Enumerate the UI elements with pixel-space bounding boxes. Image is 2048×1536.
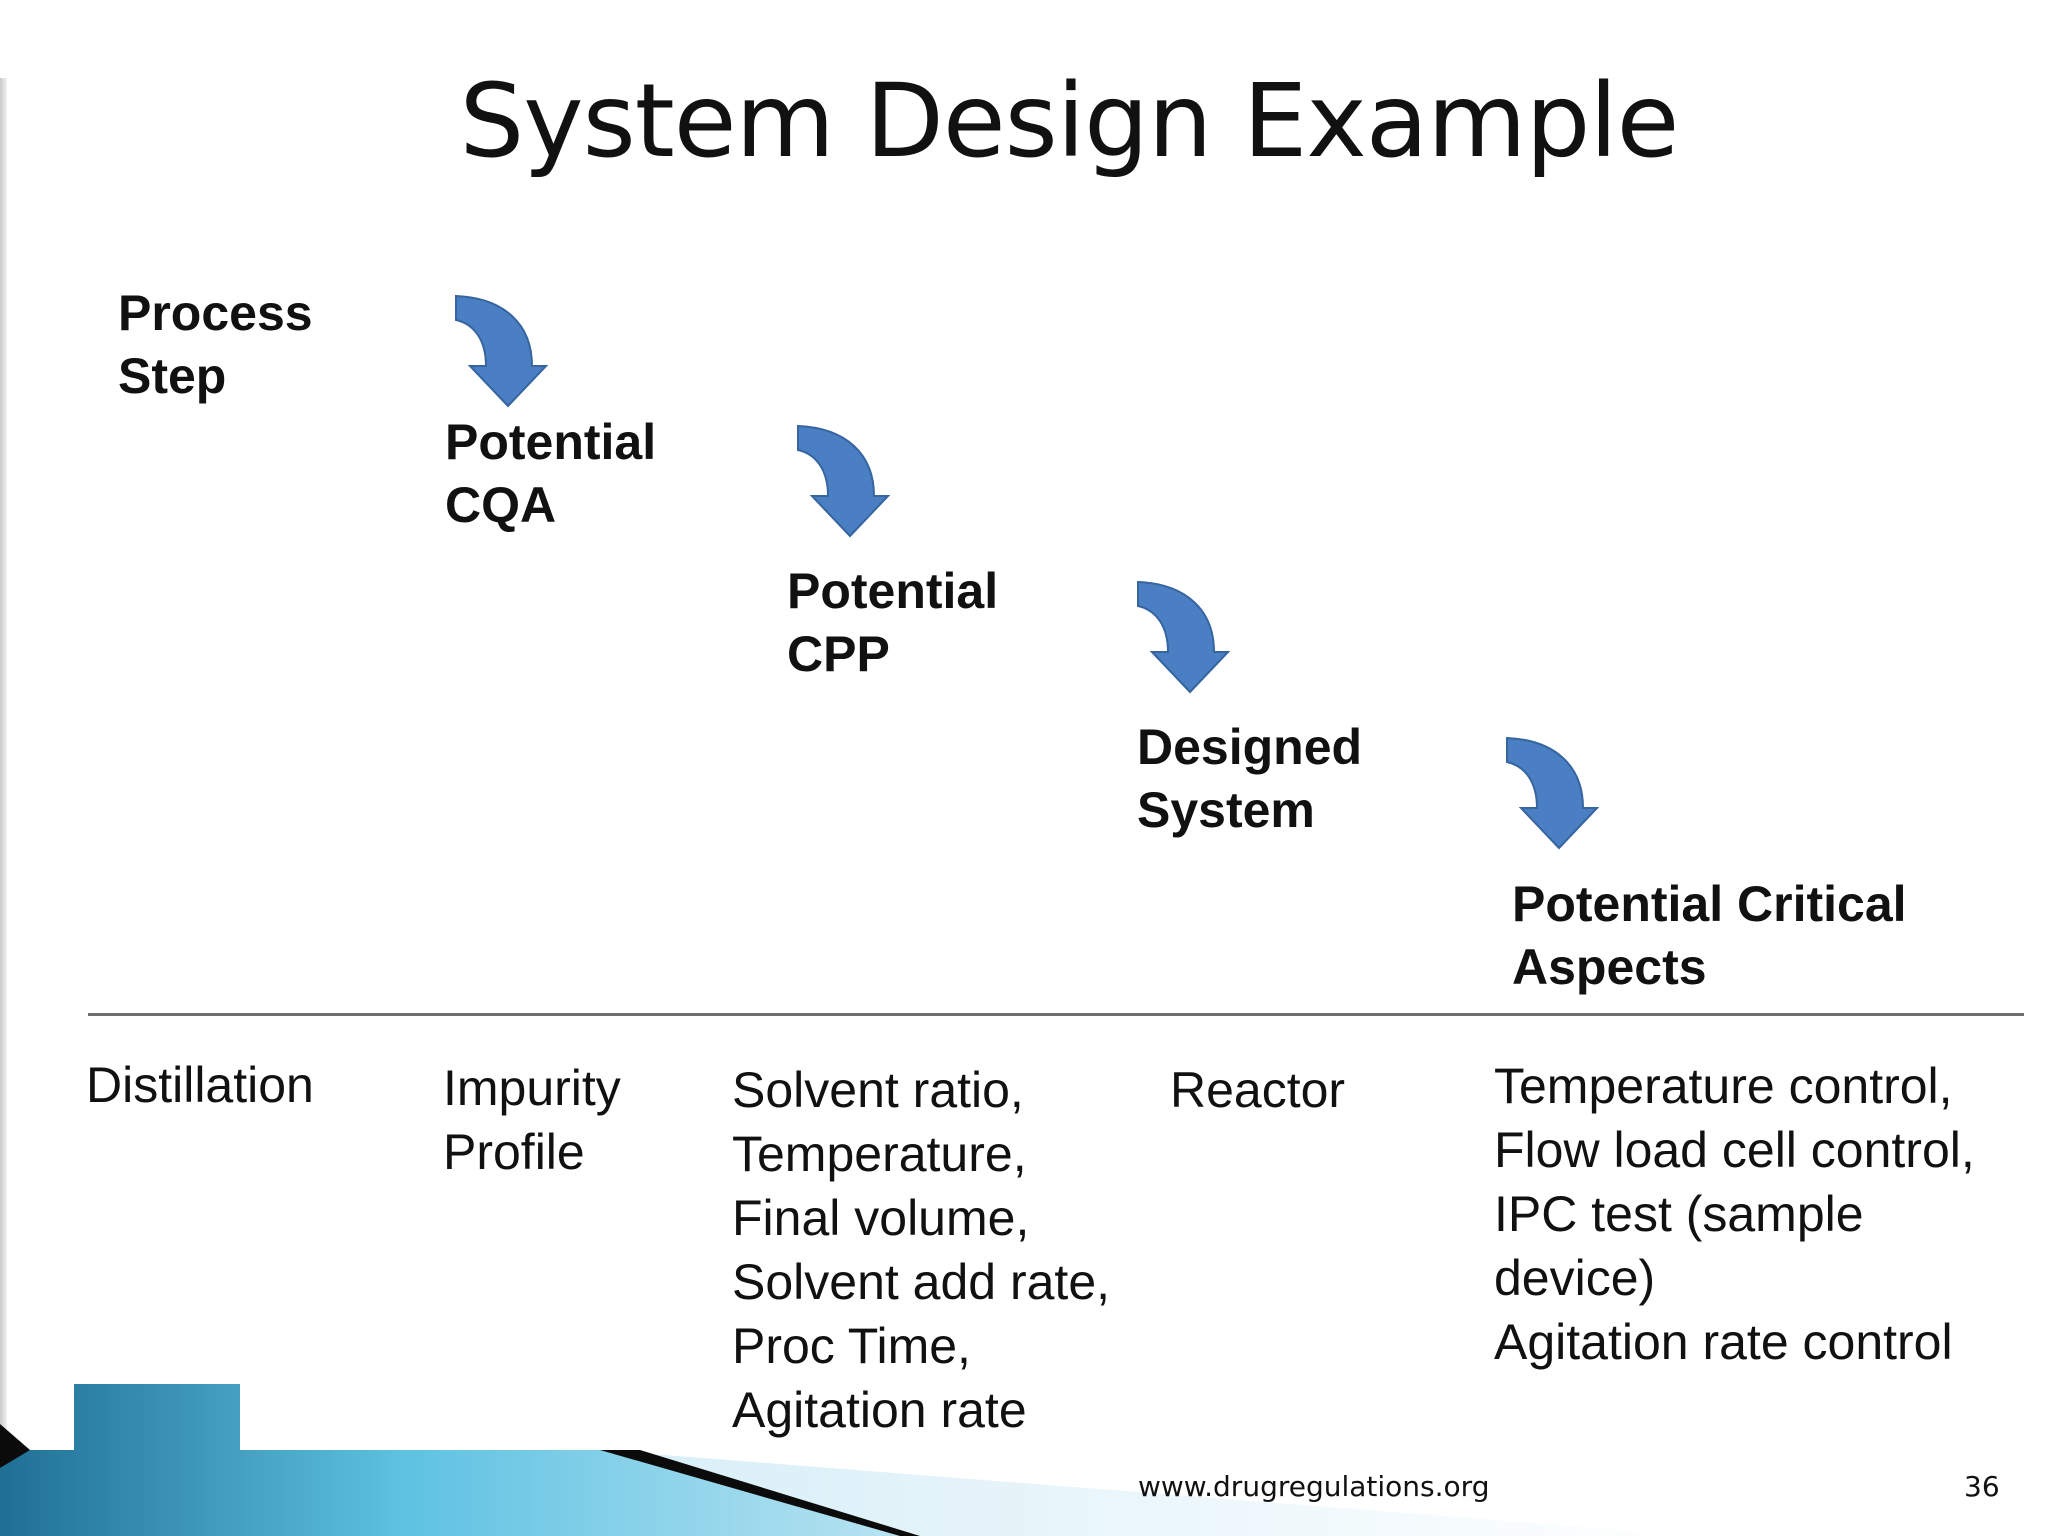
cell-designed-system: Reactor (1170, 1058, 1345, 1122)
cell-line: IPC test (sample (1494, 1186, 1864, 1242)
cell-line: Reactor (1170, 1062, 1346, 1118)
footer-url: www.drugregulations.org (1138, 1470, 1490, 1503)
curved-down-arrow-icon (1506, 736, 1599, 850)
cell-line: Agitation rate (732, 1382, 1027, 1438)
cell-line: Flow load cell control, (1494, 1122, 1975, 1178)
step-header-line: Aspects (1512, 939, 1707, 995)
step-header-line: System (1137, 782, 1315, 838)
cell-line: Solvent add rate, (732, 1254, 1111, 1310)
cell-line: Agitation rate control (1494, 1314, 1953, 1370)
cell-line: Final volume, (732, 1190, 1030, 1246)
step-header-line: Potential (787, 563, 999, 619)
curved-down-arrow-icon (455, 294, 548, 408)
step-header-line: CQA (445, 477, 557, 533)
step-header-potential-cqa: Potential CQA (445, 411, 656, 537)
footer-decoration-corner (0, 1424, 30, 1468)
step-header-critical-aspects: Potential Critical Aspects (1512, 873, 1907, 999)
curved-down-arrow-icon (1137, 580, 1230, 694)
slide-left-edge (0, 78, 7, 1458)
cell-critical-aspects: Temperature control, Flow load cell cont… (1494, 1054, 1975, 1374)
step-header-line: Process (118, 285, 313, 341)
step-header-potential-cpp: Potential CPP (787, 560, 998, 686)
cell-line: Impurity (443, 1060, 621, 1116)
footer-decoration-teal (0, 1384, 900, 1536)
step-header-line: Designed (1137, 719, 1363, 775)
slide-title: System Design Example (459, 62, 1680, 181)
curved-down-arrow-icon (797, 424, 890, 538)
page-number: 36 (1964, 1470, 2000, 1503)
cell-line: Temperature control, (1494, 1058, 1953, 1114)
cell-line: Proc Time, (732, 1318, 971, 1374)
cell-line: Profile (443, 1124, 585, 1180)
footer-decoration (0, 1384, 1700, 1536)
step-header-process-step: Process Step (118, 282, 313, 408)
cell-line: Solvent ratio, (732, 1062, 1024, 1118)
step-header-line: Potential (445, 414, 657, 470)
step-header-line: Potential Critical (1512, 876, 1907, 932)
cell-line: Temperature, (732, 1126, 1027, 1182)
cell-process-step: Distillation (86, 1053, 314, 1117)
cell-potential-cqa: Impurity Profile (443, 1056, 621, 1184)
step-header-designed-system: Designed System (1137, 716, 1362, 842)
step-header-line: Step (118, 348, 227, 404)
cell-potential-cpp: Solvent ratio, Temperature, Final volume… (732, 1058, 1110, 1442)
table-divider (88, 1013, 2024, 1016)
footer-decoration-light (600, 1450, 1700, 1536)
cell-line: Distillation (86, 1057, 314, 1113)
step-header-line: CPP (787, 626, 890, 682)
cell-line: device) (1494, 1250, 1656, 1306)
